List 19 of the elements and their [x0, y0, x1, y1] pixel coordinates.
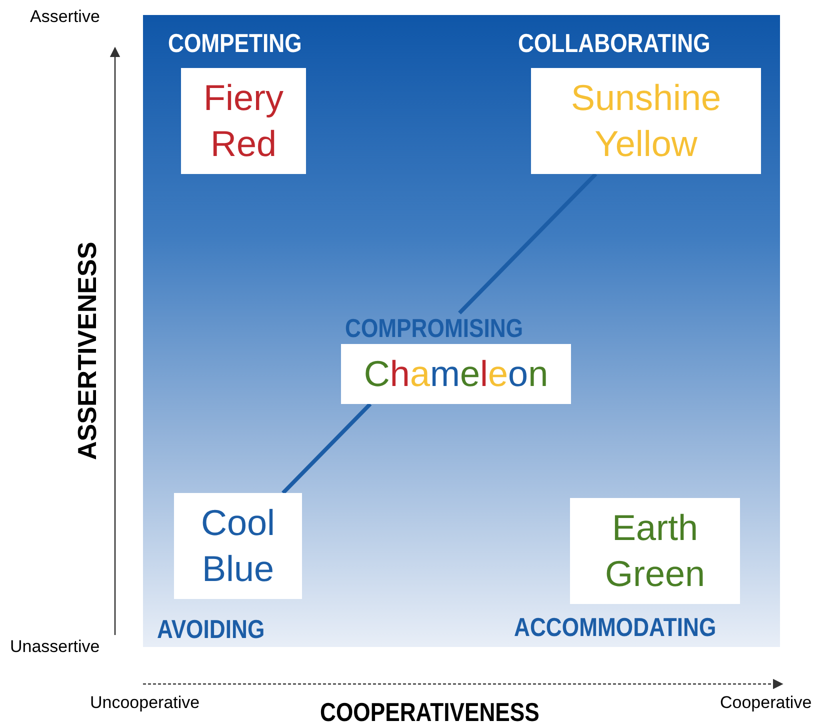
color-card: Sunshine Yellow: [531, 68, 761, 174]
axis-title: ASSERTIVENESS: [72, 242, 103, 460]
connector-line: [458, 172, 598, 314]
axis-title: COOPERATIVENESS: [320, 697, 540, 728]
axis-end-label: Cooperative: [720, 693, 812, 713]
color-card: Cool Blue: [174, 493, 302, 599]
axis-end-label: Assertive: [30, 7, 100, 27]
quadrant-panel: [143, 15, 780, 647]
quadrant-heading: ACCOMMODATING: [514, 612, 716, 643]
axis-end-label: Unassertive: [10, 637, 100, 657]
connector-line: [282, 402, 372, 494]
quadrant-heading: COLLABORATING: [518, 28, 710, 59]
color-card: Fiery Red: [181, 68, 306, 174]
color-card: Chameleon: [341, 344, 571, 404]
heading: COMPROMISING: [345, 313, 524, 344]
quadrant-heading: COMPETING: [168, 28, 302, 59]
axis-end-label: Uncooperative: [90, 693, 200, 713]
color-card: Earth Green: [570, 498, 740, 604]
quadrant-heading: AVOIDING: [157, 614, 265, 645]
